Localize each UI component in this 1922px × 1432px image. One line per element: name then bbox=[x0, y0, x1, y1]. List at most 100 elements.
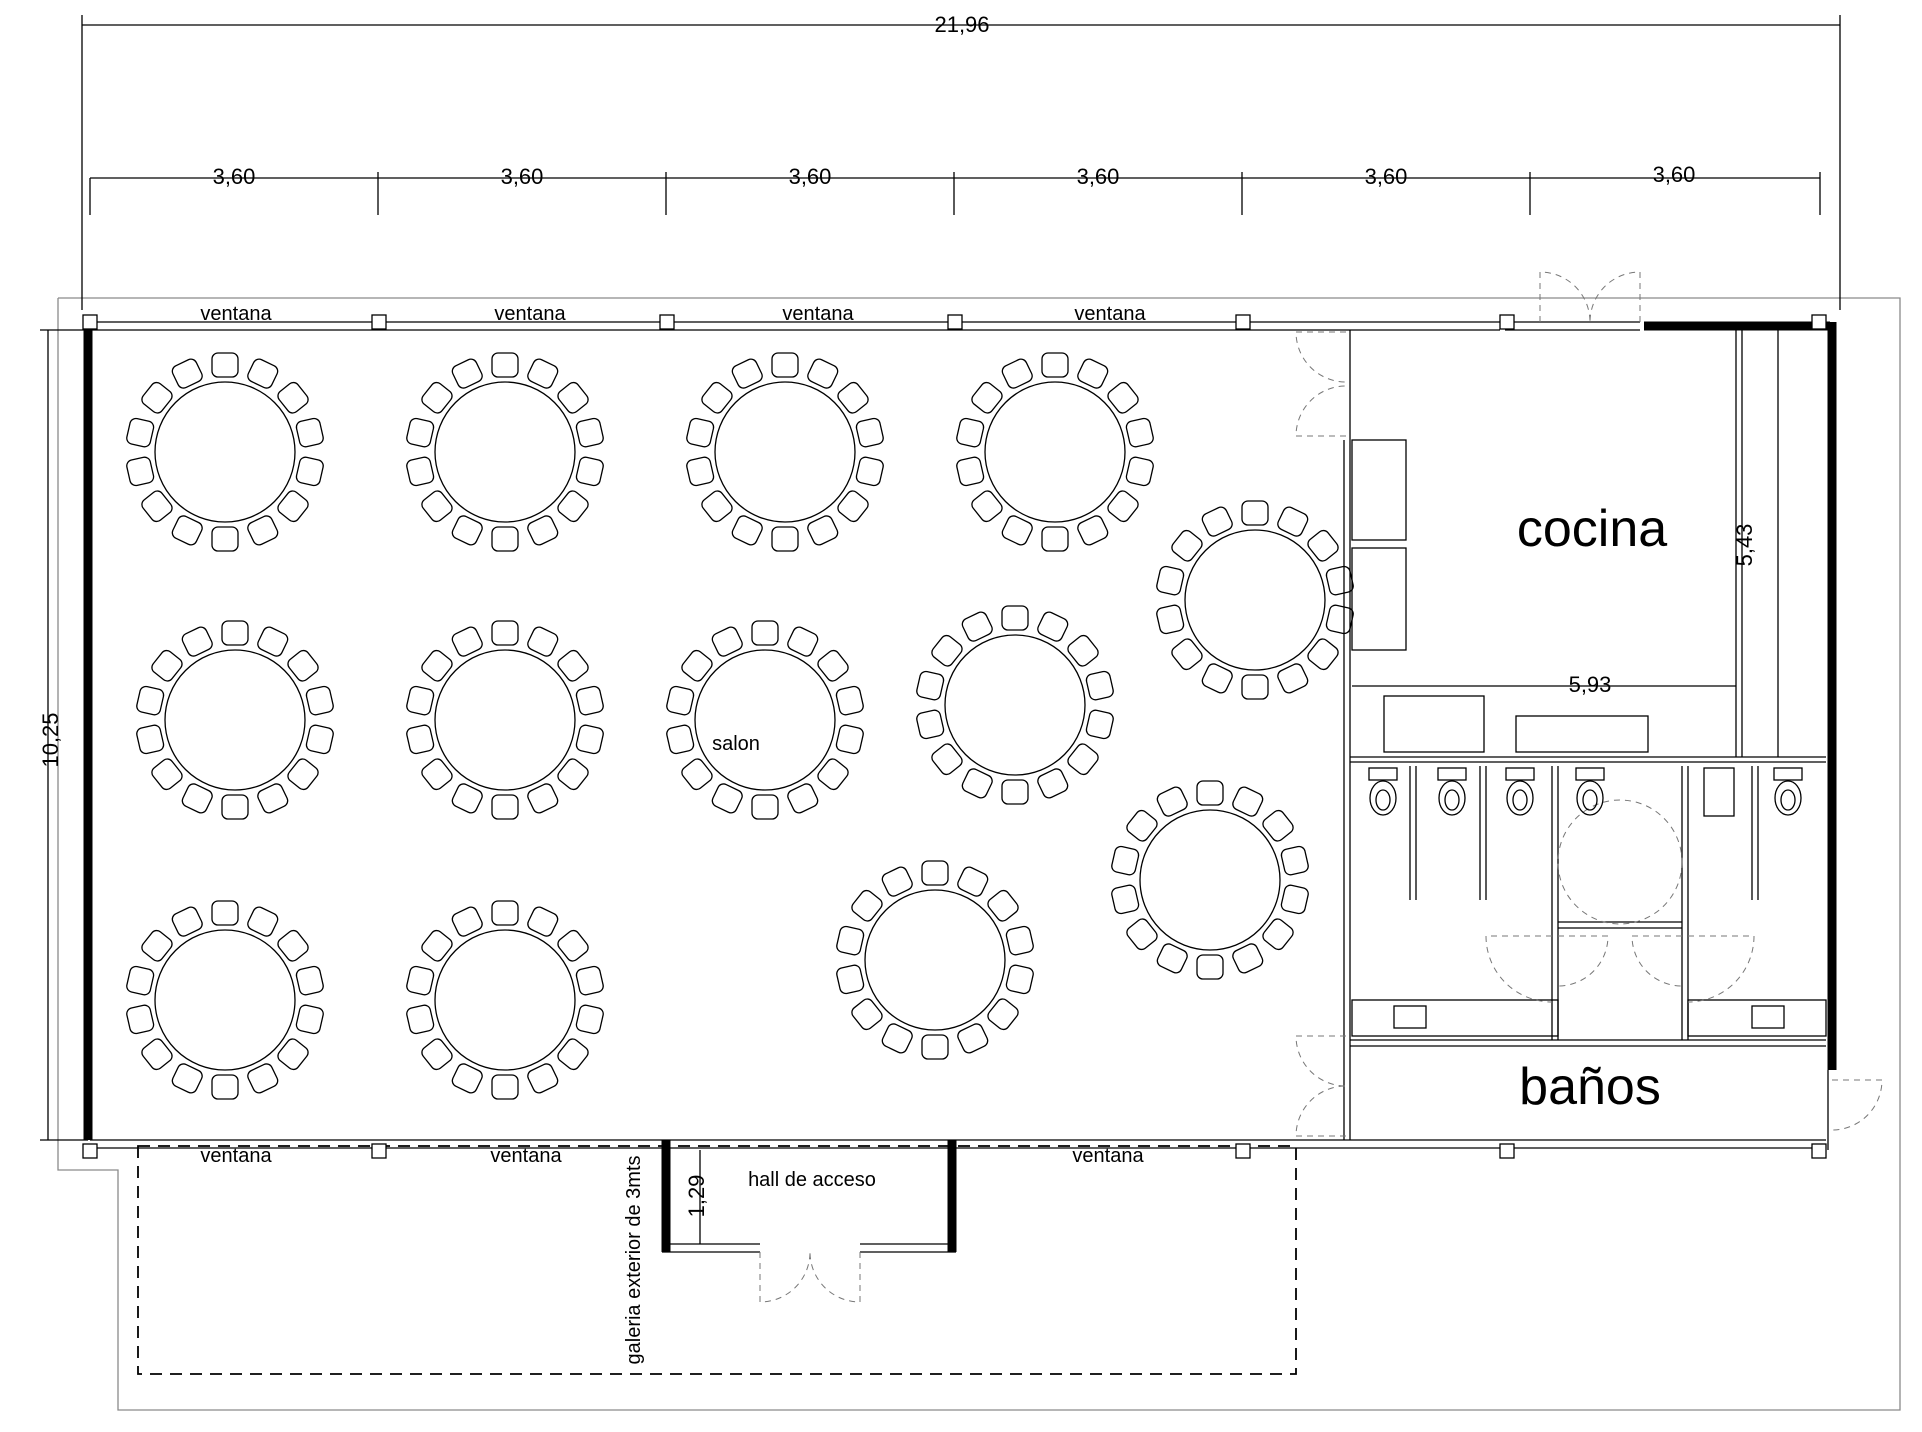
toilets bbox=[1368, 767, 1803, 816]
chair bbox=[181, 626, 213, 657]
round-table bbox=[916, 605, 1114, 805]
chair bbox=[287, 649, 319, 682]
chair bbox=[987, 889, 1019, 922]
chair bbox=[1037, 611, 1069, 642]
chair bbox=[1232, 786, 1264, 817]
room-label-banos: baños bbox=[1519, 1058, 1661, 1116]
chair bbox=[421, 649, 453, 682]
chair bbox=[1067, 634, 1099, 667]
dim-bay-1: 3,60 bbox=[213, 164, 256, 189]
chair bbox=[681, 758, 713, 791]
room-label-salon: salon bbox=[712, 733, 760, 755]
chair bbox=[211, 1074, 239, 1100]
round-tables bbox=[126, 352, 1354, 1100]
chair bbox=[1125, 456, 1154, 487]
chair bbox=[881, 1023, 913, 1054]
doors bbox=[759, 271, 1883, 1303]
chair bbox=[491, 526, 519, 552]
chair bbox=[855, 417, 884, 448]
chair bbox=[1077, 358, 1109, 389]
chair bbox=[557, 490, 589, 523]
dim-total-depth: 10,25 bbox=[38, 712, 63, 767]
chair bbox=[971, 381, 1003, 414]
chair bbox=[491, 794, 519, 820]
round-table bbox=[126, 900, 324, 1100]
chair bbox=[1107, 381, 1139, 414]
chair bbox=[1171, 529, 1203, 562]
chair bbox=[1232, 943, 1264, 974]
kitchen-box bbox=[1703, 767, 1735, 817]
chair bbox=[527, 626, 559, 657]
chair bbox=[527, 358, 559, 389]
chair bbox=[916, 670, 945, 701]
chair bbox=[406, 456, 435, 487]
chair bbox=[141, 1038, 173, 1071]
chair bbox=[711, 783, 743, 814]
toilet-icon bbox=[1505, 767, 1535, 816]
chair bbox=[1085, 670, 1114, 701]
chair bbox=[1241, 674, 1269, 700]
dim-kitchen-width: 5,93 bbox=[1569, 672, 1612, 697]
chair bbox=[575, 685, 604, 716]
site-outline bbox=[57, 297, 1901, 1411]
chair bbox=[557, 381, 589, 414]
chair bbox=[141, 381, 173, 414]
chair bbox=[1125, 417, 1154, 448]
chair bbox=[1277, 506, 1309, 537]
room-label-hall: hall de acceso bbox=[748, 1169, 876, 1191]
chair bbox=[855, 456, 884, 487]
chair bbox=[451, 626, 483, 657]
chair bbox=[1005, 925, 1034, 956]
chair bbox=[247, 906, 279, 937]
chair bbox=[295, 417, 324, 448]
chair bbox=[491, 352, 519, 378]
round-table bbox=[836, 860, 1034, 1060]
chair bbox=[151, 758, 183, 791]
chair bbox=[171, 358, 203, 389]
chair bbox=[1277, 663, 1309, 694]
round-table bbox=[126, 352, 324, 552]
chair bbox=[287, 758, 319, 791]
chair bbox=[835, 724, 864, 755]
chair bbox=[221, 794, 249, 820]
round-table bbox=[1156, 500, 1354, 700]
window-label-top-1: ventana bbox=[200, 303, 272, 325]
chair bbox=[491, 900, 519, 926]
chair bbox=[277, 490, 309, 523]
bath-stalls bbox=[1409, 766, 1759, 1040]
chair bbox=[836, 925, 865, 956]
chair bbox=[1262, 918, 1294, 951]
chair bbox=[527, 515, 559, 546]
chair bbox=[491, 1074, 519, 1100]
window-label-top-3: ventana bbox=[782, 303, 854, 325]
chair bbox=[406, 1004, 435, 1035]
kitchen-sink-1 bbox=[1383, 695, 1485, 753]
chair bbox=[1307, 529, 1339, 562]
dim-bay-4: 3,60 bbox=[1077, 164, 1120, 189]
chair bbox=[421, 381, 453, 414]
chair bbox=[1001, 605, 1029, 631]
chair bbox=[787, 626, 819, 657]
chair bbox=[1126, 918, 1158, 951]
chair bbox=[1171, 638, 1203, 671]
columns bbox=[82, 314, 1827, 1159]
chair bbox=[817, 649, 849, 682]
chair bbox=[451, 906, 483, 937]
bath-sink-right bbox=[1751, 1005, 1785, 1029]
chair bbox=[141, 929, 173, 962]
chair bbox=[575, 965, 604, 996]
window-label-top-4: ventana bbox=[1074, 303, 1146, 325]
bath-sink-counter-right bbox=[1687, 999, 1827, 1037]
chair bbox=[961, 768, 993, 799]
chair bbox=[1156, 565, 1185, 596]
chair bbox=[247, 358, 279, 389]
dim-bay-2: 3,60 bbox=[501, 164, 544, 189]
bath-sink-counter-left bbox=[1351, 999, 1559, 1037]
chair bbox=[1001, 515, 1033, 546]
chair bbox=[211, 352, 239, 378]
chair bbox=[171, 906, 203, 937]
chair bbox=[406, 417, 435, 448]
room-label-cocina: cocina bbox=[1517, 500, 1667, 558]
chair bbox=[1001, 779, 1029, 805]
